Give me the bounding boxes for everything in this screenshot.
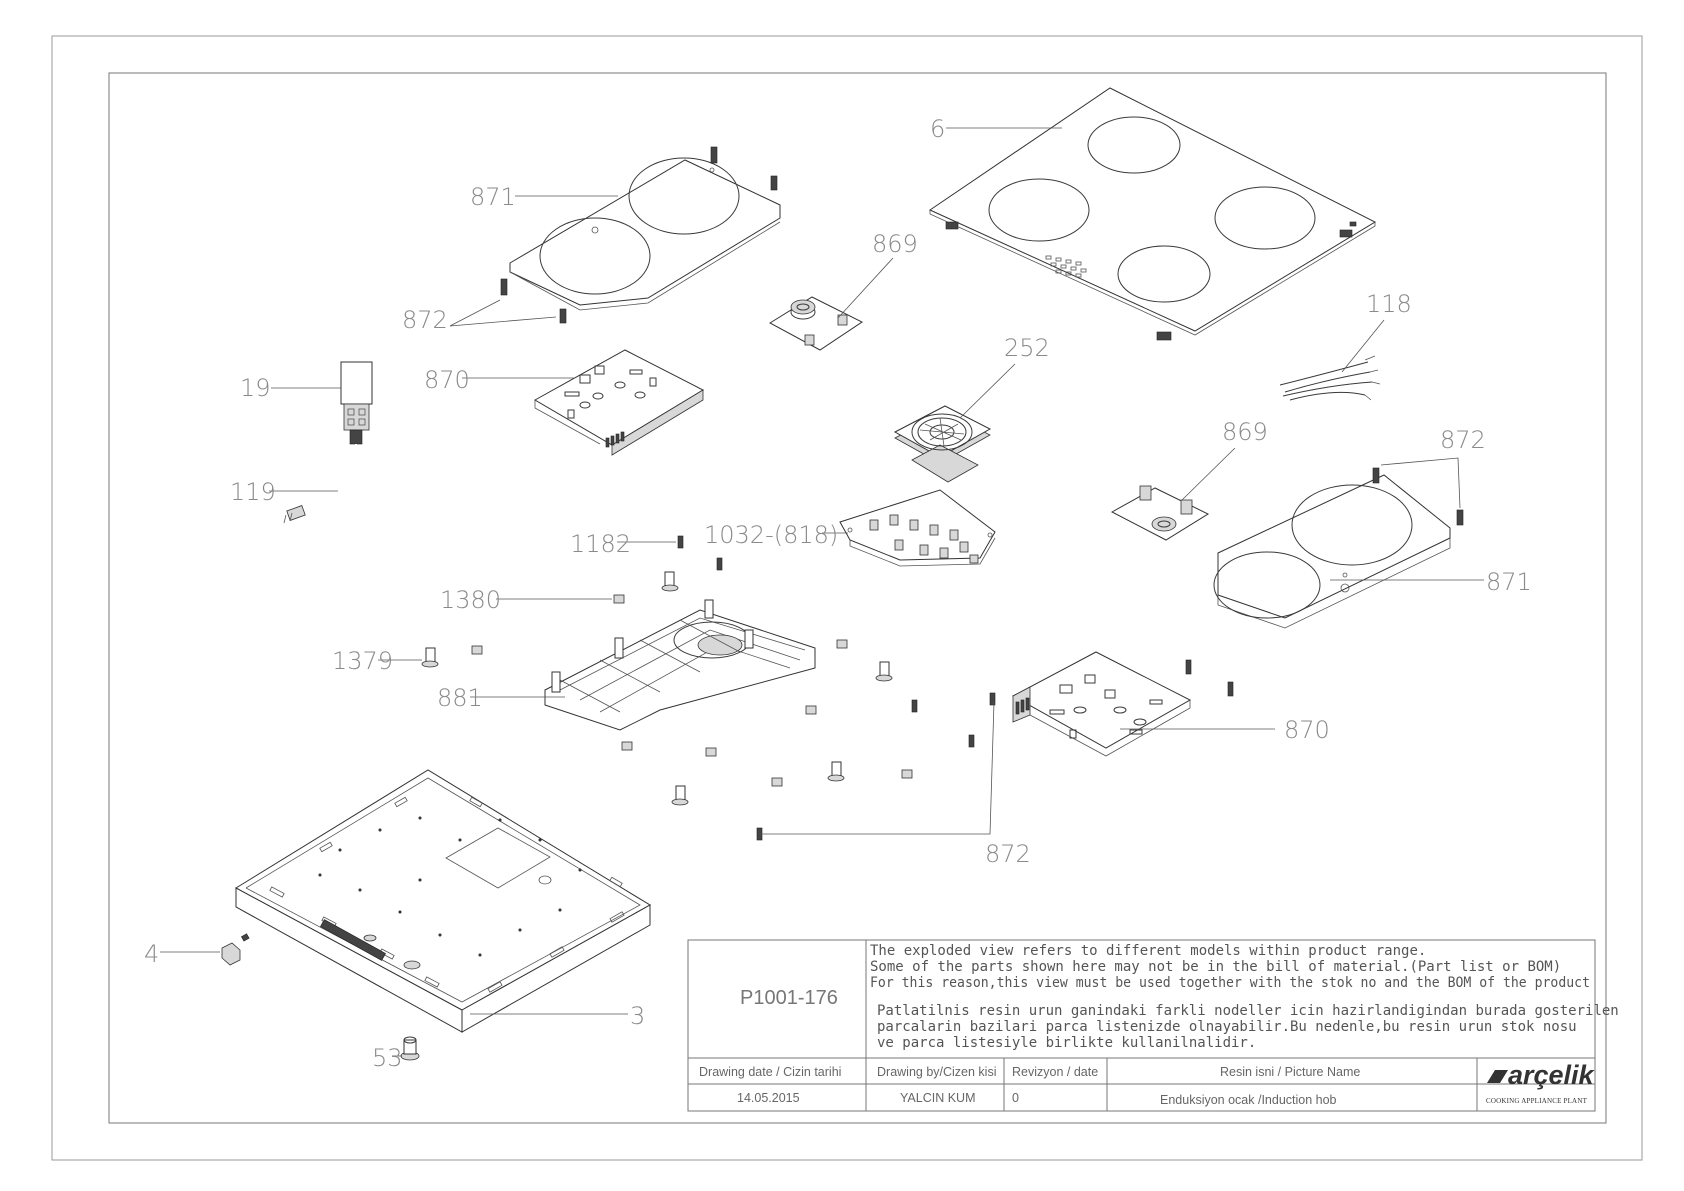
springs-872-top xyxy=(500,146,778,324)
header-drawing-by: Drawing by/Cizen kisi xyxy=(877,1065,996,1079)
part-881-frame xyxy=(544,599,816,731)
part-871-right-coil-carrier xyxy=(1213,474,1451,629)
note-en-2: Some of the parts shown here may not be … xyxy=(870,959,1561,975)
part-118-wires xyxy=(1279,355,1381,401)
part-4-clip xyxy=(221,933,250,966)
note-tr-3: ve parca listesiyle birlikte kullanilnal… xyxy=(877,1035,1256,1051)
part-19-terminal-block xyxy=(340,361,373,445)
value-picture-name: Enduksiyon ocak /Induction hob xyxy=(1160,1093,1337,1107)
callout-871-top: 871 xyxy=(470,183,516,211)
leader-872-right xyxy=(1380,457,1461,509)
value-drawing-date: 14.05.2015 xyxy=(737,1091,800,1105)
part-53-foot xyxy=(400,1036,420,1061)
value-revision: 0 xyxy=(1012,1091,1019,1105)
callout-1379: 1379 xyxy=(332,647,393,675)
part-1182-spacer xyxy=(677,535,684,549)
part-252-fan xyxy=(893,405,992,483)
part-870-right-power-board xyxy=(1011,651,1192,757)
part-870-top-power-board xyxy=(533,349,705,456)
svg-text:arçelik: arçelik xyxy=(1508,1060,1596,1090)
part-869-top-board xyxy=(769,296,863,351)
svg-text:COOKING APPLIANCE PLANT: COOKING APPLIANCE PLANT xyxy=(1486,1097,1588,1105)
leader-869-right xyxy=(1181,447,1236,501)
callout-1032: 1032-(818) xyxy=(704,521,838,549)
callout-1182: 1182 xyxy=(570,530,631,558)
header-revision: Revizyon / date xyxy=(1012,1065,1098,1079)
note-en-1: The exploded view refers to different mo… xyxy=(870,943,1426,959)
callout-871-right: 871 xyxy=(1486,568,1532,596)
callout-119: 119 xyxy=(230,478,276,506)
leader-872-bottom xyxy=(760,701,995,835)
leader-252 xyxy=(959,363,1016,419)
note-tr-2: parcalarin bazilari parca listenizde oln… xyxy=(877,1019,1577,1035)
part-1032-control-board xyxy=(839,489,996,567)
part-1380-clips xyxy=(471,594,913,787)
value-drawing-by: YALCIN KUM xyxy=(900,1091,975,1105)
title-block: P1001-176 The exploded view refers to di… xyxy=(687,939,1619,1112)
callout-869-right: 869 xyxy=(1222,418,1268,446)
callout-252: 252 xyxy=(1004,334,1050,362)
callout-19: 19 xyxy=(240,374,271,402)
callout-872-bottom: 872 xyxy=(985,840,1031,868)
callout-53: 53 xyxy=(372,1044,403,1072)
arcelik-logo: arçelik COOKING APPLIANCE PLANT xyxy=(1486,1060,1596,1105)
part-6-glass-top xyxy=(928,87,1377,341)
callout-881: 881 xyxy=(437,684,483,712)
part-1379-supports xyxy=(421,571,893,806)
leader-118 xyxy=(1341,319,1385,373)
callout-3: 3 xyxy=(630,1002,645,1030)
note-tr-1: Patlatilnis resin urun ganindaki farkli … xyxy=(877,1003,1619,1019)
callout-869-top: 869 xyxy=(872,230,918,258)
note-en-3: For this reason,this view must be used t… xyxy=(870,975,1590,991)
part-871-top-coil-carrier xyxy=(509,157,781,311)
spring-872-right-a xyxy=(1372,467,1380,484)
spring-872-right-b xyxy=(1456,509,1464,526)
part-119-mains-cable xyxy=(283,443,357,524)
callout-872-top: 872 xyxy=(402,306,448,334)
inner-frame xyxy=(108,72,1607,1124)
outer-frame xyxy=(51,35,1643,1161)
callout-4: 4 xyxy=(144,940,159,968)
callout-870-top: 870 xyxy=(424,366,470,394)
part-3-housing xyxy=(234,769,651,1033)
part-869-right-board xyxy=(1110,485,1210,541)
callout-872-right: 872 xyxy=(1440,426,1486,454)
leader-869-top xyxy=(837,257,894,319)
callout-118: 118 xyxy=(1366,290,1412,318)
part-1182-spacer-b xyxy=(716,557,723,571)
callout-870-right: 870 xyxy=(1284,716,1330,744)
header-drawing-date: Drawing date / Cizin tarihi xyxy=(699,1065,841,1079)
callout-1380: 1380 xyxy=(440,586,501,614)
drawing-code: P1001-176 xyxy=(740,987,838,1009)
leader-872-top xyxy=(449,299,501,327)
header-picture-name: Resin isni / Picture Name xyxy=(1220,1065,1360,1079)
callout-6: 6 xyxy=(930,115,945,143)
